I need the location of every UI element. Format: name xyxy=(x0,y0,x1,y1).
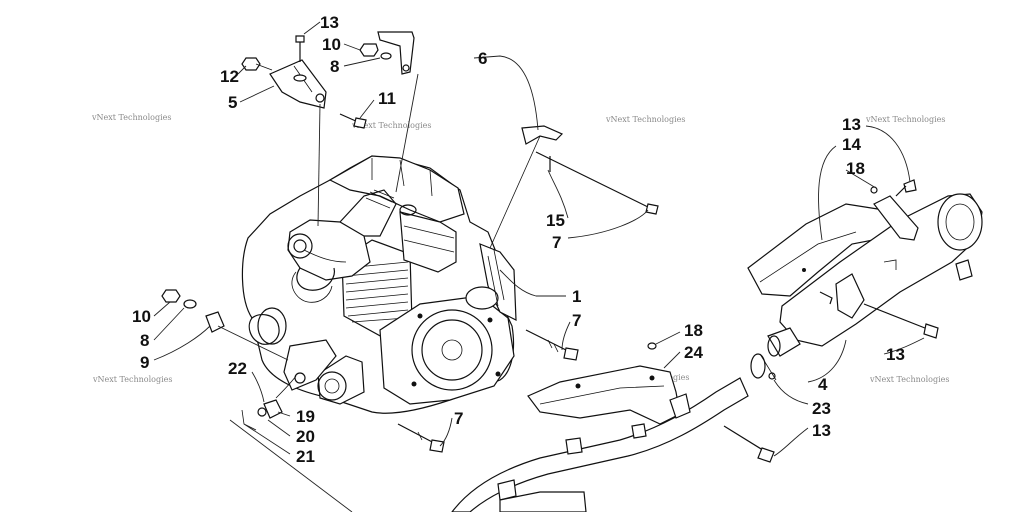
engine-mount-bracket xyxy=(241,35,327,227)
callout-8-top: 8 xyxy=(330,57,339,76)
starter-motor xyxy=(399,204,457,273)
callout-10-left: 10 xyxy=(132,307,151,326)
callout-13-upper-right: 13 xyxy=(842,115,861,134)
upper-bracket xyxy=(359,31,419,193)
callout-13-bottom: 13 xyxy=(812,421,831,440)
callout-8-left: 8 xyxy=(140,331,149,350)
watermark-1: vNext Technologies xyxy=(91,113,171,122)
bolt-13-lower xyxy=(723,425,775,463)
callout-23: 23 xyxy=(812,399,831,418)
callout-18-upper: 18 xyxy=(846,159,865,178)
callout-12: 12 xyxy=(220,67,239,86)
leader-lines xyxy=(153,21,925,457)
bolt-7-bottom xyxy=(397,423,445,453)
oil-filter xyxy=(317,355,365,405)
carburetor xyxy=(287,189,397,291)
bolt-7-right xyxy=(525,329,579,361)
callout-7-top: 7 xyxy=(552,233,561,252)
bolt-11 xyxy=(339,113,367,129)
callout-7-bottom: 7 xyxy=(454,409,463,428)
callout-labels: 13 10 8 12 5 11 6 15 7 1 7 10 8 9 22 19 … xyxy=(132,13,905,466)
watermark-8: vNext Technologies xyxy=(869,375,949,384)
watermark-2: vNext Technologies xyxy=(351,121,431,130)
left-mount-parts xyxy=(161,289,289,361)
callout-5: 5 xyxy=(228,93,237,112)
stator-cover xyxy=(379,295,515,405)
front-bracket-and-bolt xyxy=(489,125,659,249)
callout-22: 22 xyxy=(228,359,247,378)
watermark-4: vNext Technologies xyxy=(865,115,945,124)
callout-10-top: 10 xyxy=(322,35,341,54)
lower-heat-shield xyxy=(527,365,681,425)
callout-13-right: 13 xyxy=(886,345,905,364)
callout-4: 4 xyxy=(818,375,828,394)
callout-7-right: 7 xyxy=(572,311,581,330)
callout-9: 9 xyxy=(140,353,149,372)
callout-13-top: 13 xyxy=(320,13,339,32)
sensor-parts xyxy=(229,375,353,513)
engine-assembly xyxy=(241,155,517,414)
callout-18-lower: 18 xyxy=(684,321,703,340)
callout-19: 19 xyxy=(296,407,315,426)
watermark-3: vNext Technologies xyxy=(605,115,685,124)
callout-11: 11 xyxy=(378,89,396,108)
exhaust-clamp xyxy=(750,353,777,381)
callout-14: 14 xyxy=(842,135,861,154)
muffler-assembly xyxy=(747,179,983,357)
callout-6: 6 xyxy=(478,49,487,68)
watermark-5: vNext Technologies xyxy=(92,375,172,384)
callout-15: 15 xyxy=(546,211,565,230)
washer-18 xyxy=(647,342,657,350)
callout-20: 20 xyxy=(296,427,315,446)
callout-21: 21 xyxy=(296,447,315,466)
exhaust-pipe xyxy=(450,377,749,513)
callout-1: 1 xyxy=(572,287,581,306)
callout-24: 24 xyxy=(684,343,703,362)
